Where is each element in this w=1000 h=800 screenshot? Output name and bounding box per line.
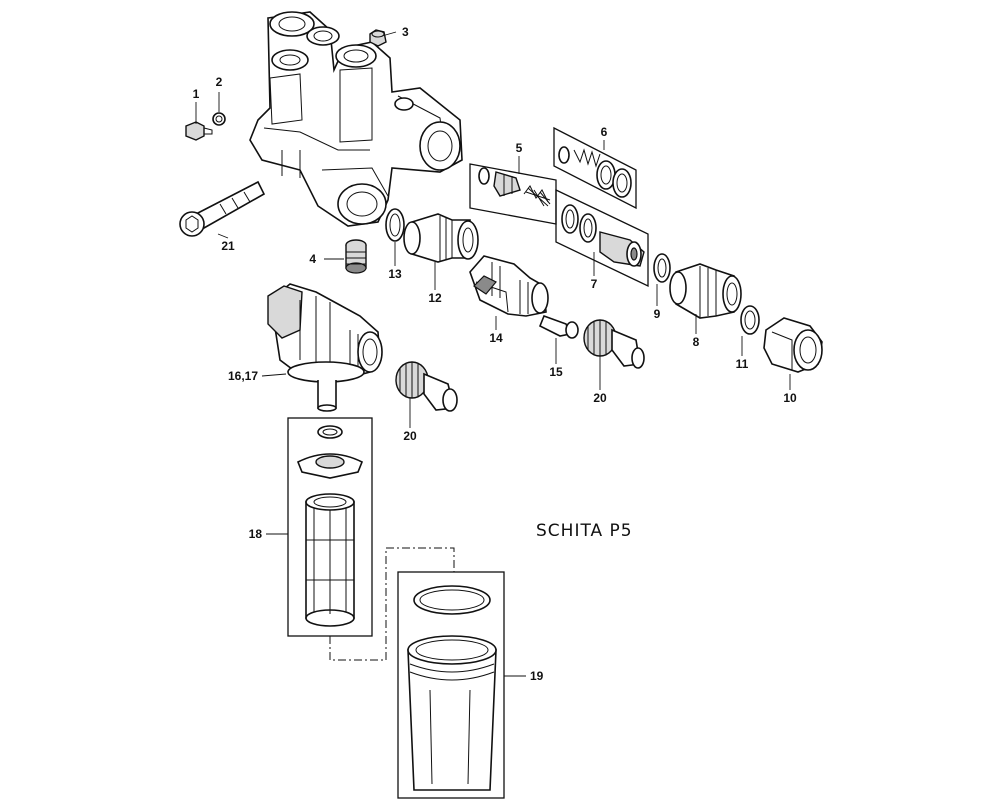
part-20-quick-connector-left xyxy=(395,361,458,412)
label-part-20-right: 20 xyxy=(593,391,607,405)
diagram-caption: SCHITA P5 xyxy=(536,521,633,541)
label-part-8: 8 xyxy=(693,335,700,349)
part-6-spring-oring-group xyxy=(553,126,637,210)
part-2-washer xyxy=(212,112,226,126)
part-5-valve-group xyxy=(469,163,557,225)
label-part-15: 15 xyxy=(549,365,563,379)
part-3-plug xyxy=(369,29,387,47)
label-part-1: 1 xyxy=(193,87,200,101)
label-part-5: 5 xyxy=(516,141,523,155)
label-part-12: 12 xyxy=(428,291,442,305)
part-18-filter-insert xyxy=(287,417,373,637)
label-part-9: 9 xyxy=(654,307,661,321)
part-13-oring xyxy=(385,208,405,242)
label-part-16-17: 16,17 xyxy=(228,369,258,383)
part-21-long-bolt xyxy=(179,180,266,237)
label-part-6: 6 xyxy=(601,125,608,139)
label-part-7: 7 xyxy=(591,277,598,291)
part-20-quick-connector-right xyxy=(583,319,645,369)
part-14-housing xyxy=(469,255,549,317)
label-part-11: 11 xyxy=(736,357,749,371)
part-1-bolt xyxy=(185,121,213,141)
label-part-4: 4 xyxy=(309,252,316,266)
label-part-13: 13 xyxy=(388,267,402,281)
part-12-fitting xyxy=(403,213,479,263)
label-part-10: 10 xyxy=(783,391,797,405)
label-part-19: 19 xyxy=(530,669,544,683)
part-10-nut xyxy=(763,317,823,373)
part-15-tube xyxy=(538,314,579,339)
part-8-fitting xyxy=(669,263,742,319)
label-part-3: 3 xyxy=(402,25,409,39)
part-7-piston-group xyxy=(555,188,649,288)
part-4-threaded-plug xyxy=(345,239,367,274)
part-19-filter-bowl xyxy=(397,571,505,799)
label-part-14: 14 xyxy=(489,331,503,345)
pump-manifold-body xyxy=(249,11,463,227)
label-part-21: 21 xyxy=(221,239,235,253)
leader-lines xyxy=(195,31,791,677)
label-part-20-left: 20 xyxy=(403,429,417,443)
link-line-18-19 xyxy=(329,547,455,661)
part-16-17-filter-head xyxy=(267,283,383,412)
part-9-oring xyxy=(653,253,671,283)
part-11-oring xyxy=(740,305,760,335)
label-part-18: 18 xyxy=(249,527,263,541)
label-part-2: 2 xyxy=(216,75,223,89)
